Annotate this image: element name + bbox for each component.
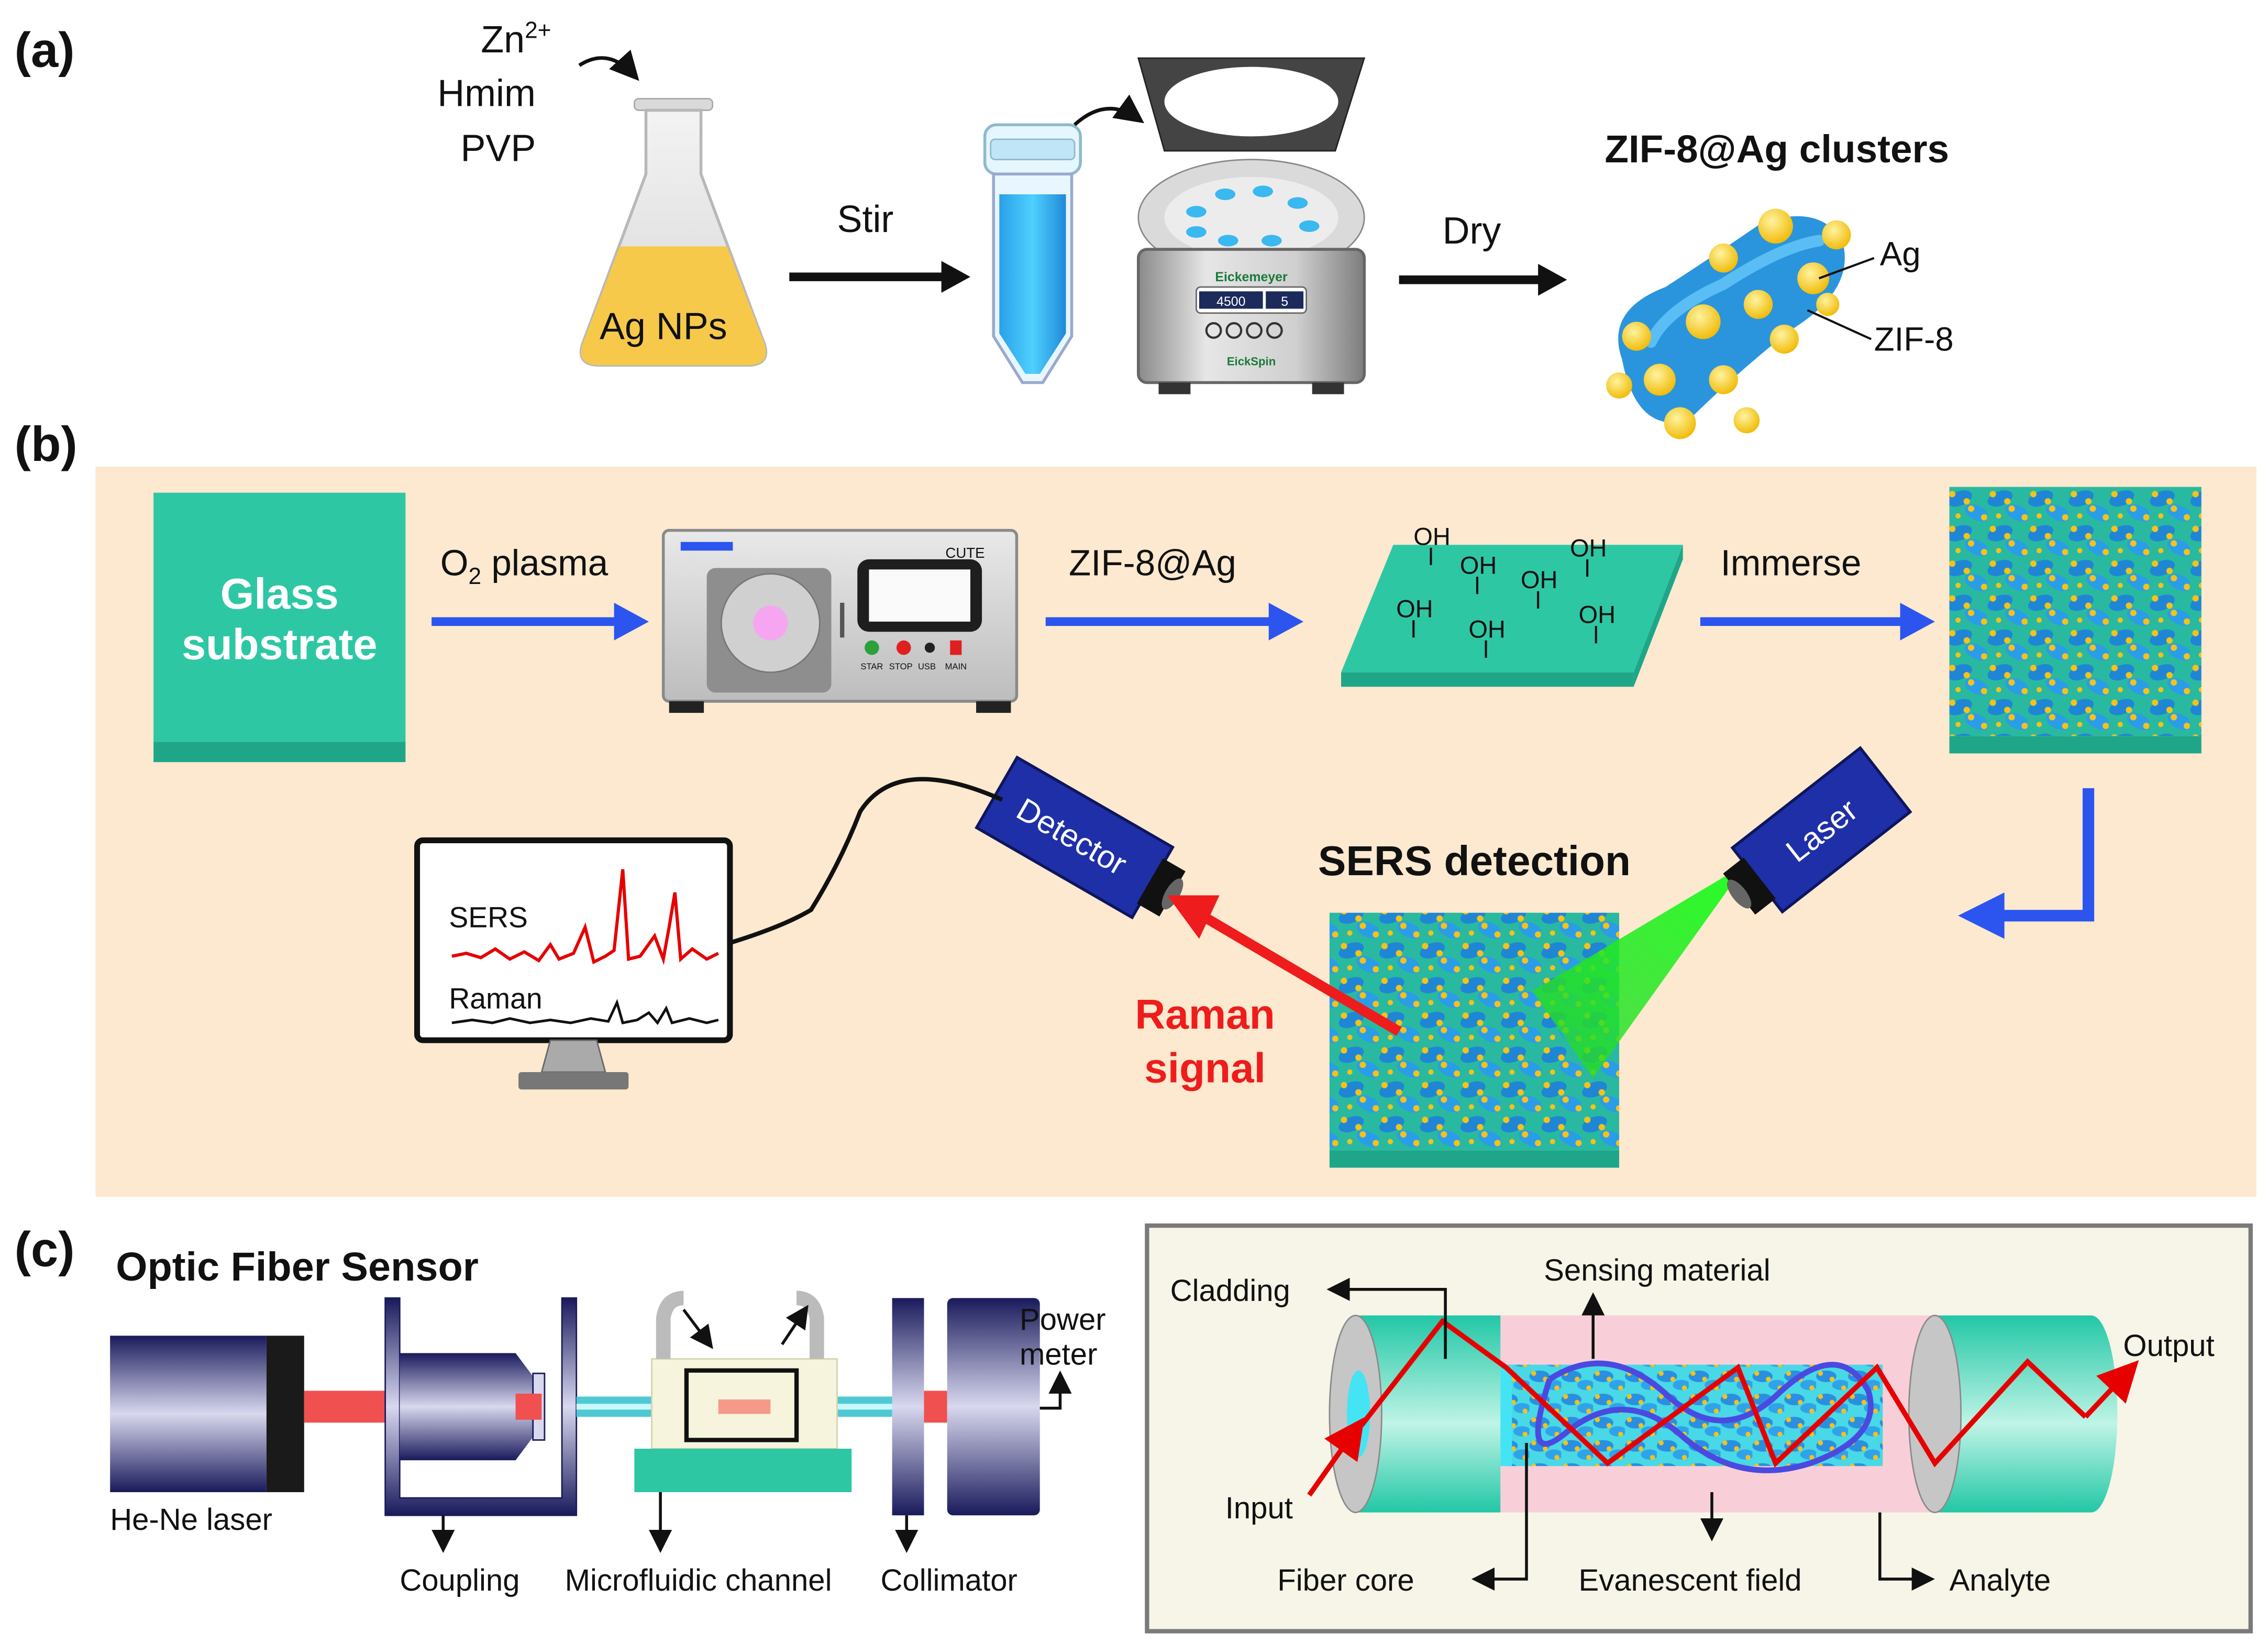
panel-c: (c) Optic Fiber Sensor He-Ne laser Coupl… [15,1222,2253,1634]
panel-b-label: (b) [15,416,78,471]
laser-name-label: He-Ne laser [110,1503,272,1537]
turn-arrow [1993,788,2095,922]
collimator-label: Collimator [881,1563,1017,1597]
output-arrow [2084,1360,2139,1419]
oh-group: OH [1460,552,1497,579]
step-plasma-label: O2 plasma [440,542,609,589]
raman-signal-line1: Raman [1135,990,1275,1038]
add-reagents-arrow [578,49,639,81]
flask-label: Ag NPs [600,306,727,348]
glass-substrate-block [153,492,406,763]
zif-ag-cluster-icon [1606,208,1851,439]
he-ne-laser-icon [110,1336,304,1492]
input-label: Input [1225,1491,1293,1525]
cladding-label: Cladding [1170,1274,1290,1308]
input-arrow [1307,1417,1365,1497]
panel-b-background [95,466,2256,1197]
microfluidic-chip-icon [634,1291,852,1492]
light-path [1359,1317,2087,1468]
sers-spectrum [451,869,720,965]
sensing-material-label: Sensing material [1544,1253,1770,1287]
label-zif8: ZIF-8 [1874,321,1954,358]
monitor-raman-label: Raman [449,982,542,1015]
coupling-label: Coupling [400,1563,519,1597]
core-leader [1471,1442,1528,1591]
panel-c-title: Optic Fiber Sensor [116,1244,479,1289]
hydroxylated-substrate [1341,545,1683,687]
centrifuge-brand: Eickemeyer [1215,270,1288,284]
analyte-leader [1878,1512,1935,1591]
panel-a-label: (a) [15,23,75,78]
plasma-cleaner-icon [661,528,1019,713]
centrifuge-time: 5 [1281,294,1288,309]
cladding-leader [1326,1277,1447,1359]
button-usb: USB [918,661,936,671]
centrifuge-model: EickSpin [1227,355,1276,368]
raman-spectrum [451,999,719,1026]
fiber-core-label: Fiber core [1277,1563,1414,1597]
button-star: STAR [860,661,883,671]
evanescent-field-label: Evanescent field [1579,1563,1802,1597]
reagent-zn: Zn2+ [481,17,551,61]
flask-icon [579,98,768,367]
laser-icon: Laser [1723,746,1912,915]
raman-signal-line2: signal [1144,1044,1266,1091]
label-ag: Ag [1880,235,1921,272]
detector-icon: Detector [975,755,1186,920]
button-stop: STOP [889,661,913,671]
coupling-lens-icon [384,1297,578,1516]
detector-cable [723,777,1003,947]
glass-label-line1: Glass [220,569,339,618]
centrifuge-icon [1137,57,1366,394]
oh-group: OH [1396,595,1433,623]
oh-group: OH [1468,615,1506,643]
sers-detection-title: SERS detection [1318,837,1631,884]
load-arrow [1073,94,1144,126]
step-immerse-label: Immerse [1721,542,1862,583]
analyte-label: Analyte [1950,1563,2051,1597]
product-title: ZIF-8@Ag clusters [1605,127,1949,171]
step-zif-label: ZIF-8@Ag [1069,542,1236,583]
reagent-pvp: PVP [460,127,536,169]
device-name: CUTE [945,545,984,561]
panel-a: (a) Zn2+ Hmim PVP Ag NPs Stir [15,17,1954,439]
panel-b: (b) Glass substrate O2 plasma [15,416,2256,1197]
tube-icon [983,123,1082,384]
oh-group: OH [1579,601,1616,628]
output-label: Output [2123,1329,2214,1363]
monitor-sers-label: SERS [449,901,528,933]
oh-group: OH [1413,522,1451,550]
reagent-hmim: Hmim [437,72,536,114]
ag-leader [1818,257,1875,280]
coated-substrate [1949,487,2201,754]
step-stir-label: Stir [837,199,894,240]
raman-signal-arrow [1199,911,1402,1036]
zif-leader [1807,309,1872,340]
button-main: MAIN [945,661,967,671]
oh-group: OH [1521,566,1558,593]
laser-beam [1532,863,1747,1078]
panel-c-label: (c) [15,1222,75,1277]
glass-label-line2: substrate [182,620,377,669]
monitor-icon [414,837,733,1090]
step-dry-label: Dry [1443,210,1501,252]
power-arrow [1039,1370,1072,1410]
centrifuge-rpm: 4500 [1216,294,1245,309]
power-label-line1: Power [1020,1303,1106,1337]
power-label-line2: meter [1020,1338,1097,1372]
collimator-icon [892,1298,1040,1516]
microfluidic-label: Microfluidic channel [565,1563,832,1597]
fiber-cross-section [1329,1315,2118,1514]
oh-group: OH [1570,534,1607,561]
